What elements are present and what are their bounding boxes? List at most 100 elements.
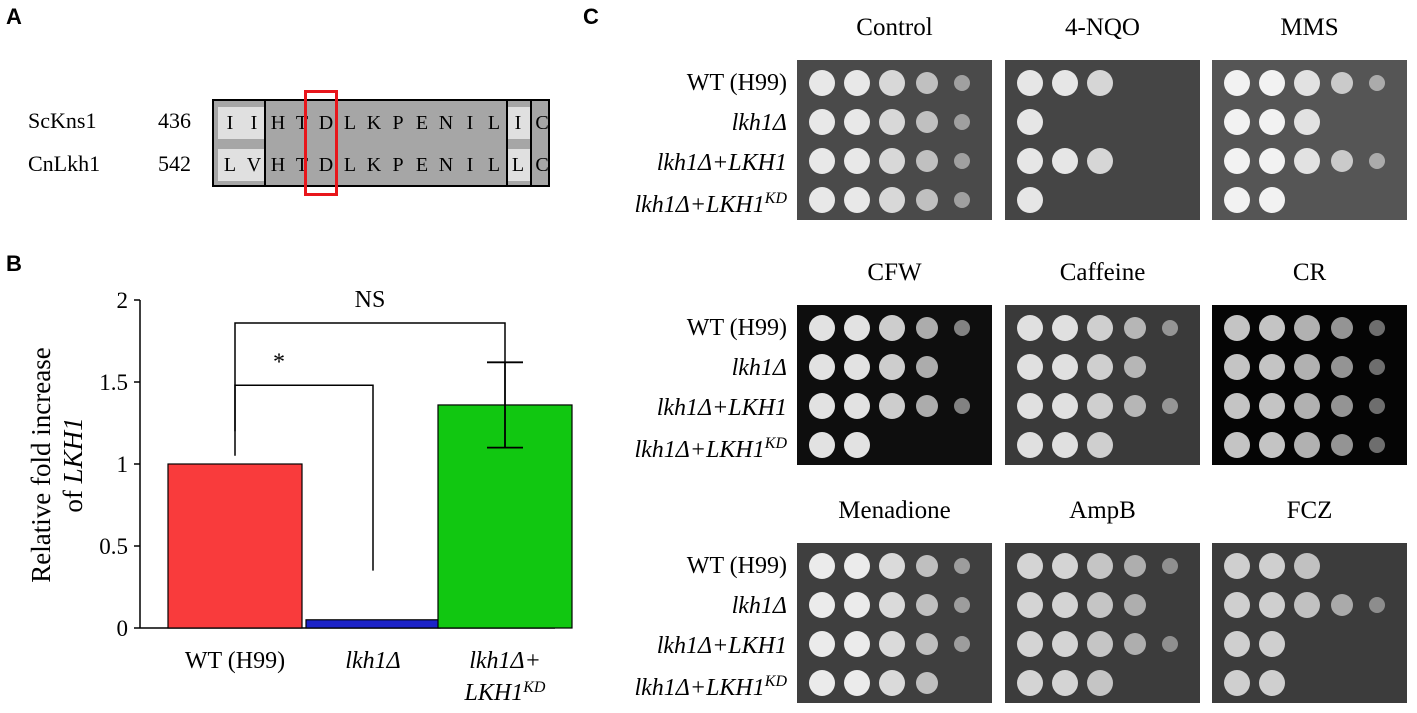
yeast-spot: [1124, 555, 1146, 577]
yeast-spot: [809, 432, 835, 458]
yeast-spot: [1331, 356, 1353, 378]
yeast-spot: [809, 631, 835, 657]
yeast-spot: [1162, 558, 1178, 574]
yeast-spot: [1369, 398, 1385, 414]
yeast-spot: [1017, 631, 1043, 657]
x-tick-label: lkh1Δ: [345, 648, 400, 674]
residue-cell: L: [487, 154, 501, 176]
yeast-spot: [1331, 594, 1353, 616]
yeast-spot: [809, 670, 835, 696]
yeast-spot: [1052, 315, 1078, 341]
yeast-spot: [1052, 354, 1078, 380]
yeast-spot: [1224, 315, 1250, 341]
bar: [305, 619, 441, 629]
yeast-spot: [844, 187, 870, 213]
yeast-spot: [1017, 670, 1043, 696]
residue-cell: I: [242, 107, 266, 139]
yeast-spot: [1087, 70, 1113, 96]
yeast-spot: [916, 594, 938, 616]
strain-label: lkh1Δ+LKH1KD: [634, 435, 787, 463]
yeast-spot: [954, 114, 970, 130]
condition-title: Control: [856, 14, 933, 41]
strain-label: lkh1Δ: [731, 110, 787, 136]
yeast-spot: [1294, 592, 1320, 618]
strain-label: lkh1Δ+LKH1KD: [634, 673, 787, 701]
yeast-spot: [1224, 670, 1250, 696]
residue-cell: C: [535, 154, 549, 176]
yeast-spot: [1224, 432, 1250, 458]
yeast-spot: [879, 393, 905, 419]
yeast-spot: [1017, 553, 1043, 579]
agar-plate: [797, 543, 992, 703]
yeast-spot: [1259, 148, 1285, 174]
significance-label: NS: [355, 287, 386, 313]
x-tick-label: lkh1Δ+: [469, 648, 541, 674]
strain-label: lkh1Δ: [731, 355, 787, 381]
yeast-spot: [916, 395, 938, 417]
residue-cell: P: [392, 112, 404, 134]
yeast-spot: [879, 670, 905, 696]
yeast-spot: [1331, 72, 1353, 94]
yeast-spot: [1052, 553, 1078, 579]
significance-label: *: [273, 349, 285, 375]
residue-cell: L: [487, 112, 501, 134]
yeast-spot: [1259, 393, 1285, 419]
yeast-spot: [1017, 70, 1043, 96]
yeast-spot: [954, 153, 970, 169]
yeast-spot: [1224, 354, 1250, 380]
yeast-spot: [1017, 354, 1043, 380]
yeast-spot: [1017, 187, 1043, 213]
yeast-spot: [916, 189, 938, 211]
x-tick-label: WT (H99): [185, 648, 285, 674]
residue-cell: H: [270, 112, 286, 134]
residue-cell: P: [392, 154, 404, 176]
yeast-spot: [879, 631, 905, 657]
panel-letter-b: B: [6, 251, 22, 276]
agar-plate: [1005, 543, 1200, 703]
yeast-spot: [916, 150, 938, 172]
yeast-spot: [1294, 70, 1320, 96]
yeast-spot: [954, 398, 970, 414]
agar-plate: [1212, 60, 1407, 220]
strain-label: lkh1Δ+LKH1KD: [634, 190, 787, 218]
yeast-spot: [1017, 393, 1043, 419]
yeast-spot: [1294, 393, 1320, 419]
yeast-spot: [1224, 187, 1250, 213]
agar-plate: [1212, 305, 1407, 465]
condition-title: CR: [1292, 259, 1327, 286]
residue-cell: K: [366, 154, 382, 176]
yeast-spot: [1052, 631, 1078, 657]
condition-title: Caffeine: [1059, 259, 1146, 286]
yeast-spot: [1294, 432, 1320, 458]
yeast-spot: [879, 592, 905, 618]
agar-plate: [1005, 305, 1200, 465]
residue-cell: K: [366, 112, 382, 134]
yeast-spot: [1087, 393, 1113, 419]
residue-cell: C: [535, 112, 549, 134]
y-tick-label: 0: [117, 616, 129, 641]
yeast-spot: [1369, 437, 1385, 453]
yeast-spot: [1259, 432, 1285, 458]
yeast-spot: [916, 633, 938, 655]
yeast-spot: [1124, 395, 1146, 417]
yeast-spot: [844, 393, 870, 419]
yeast-spot: [879, 70, 905, 96]
yeast-spot: [1017, 592, 1043, 618]
residue-cell: I: [218, 107, 242, 139]
yeast-spot: [1369, 320, 1385, 336]
yeast-spot: [879, 187, 905, 213]
yeast-spot: [844, 109, 870, 135]
yeast-spot: [916, 317, 938, 339]
yeast-spot: [879, 148, 905, 174]
strain-label: lkh1Δ+LKH1: [656, 150, 787, 176]
yeast-spot: [1294, 315, 1320, 341]
residue-cell: I: [466, 112, 474, 134]
alignment-separator: [506, 101, 508, 185]
yeast-spot: [1224, 393, 1250, 419]
yeast-spot: [1259, 670, 1285, 696]
alignment-separator: [264, 101, 266, 185]
yeast-spot: [916, 111, 938, 133]
yeast-spot: [1052, 70, 1078, 96]
yeast-spot: [844, 432, 870, 458]
